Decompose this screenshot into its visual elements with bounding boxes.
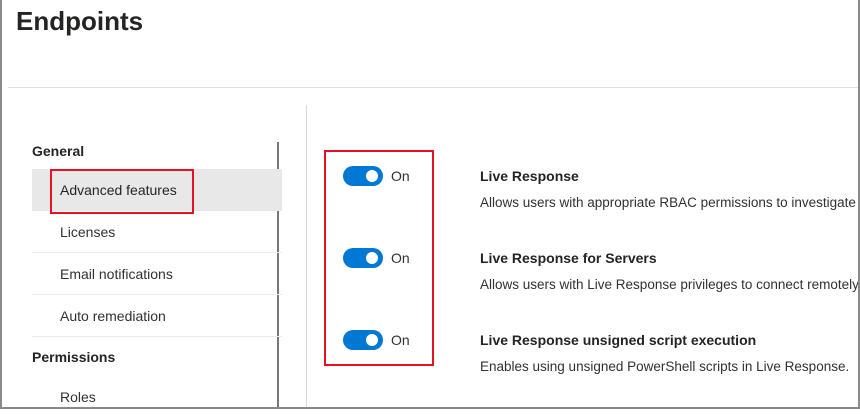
toggle-state: On: [391, 168, 410, 184]
live-response-toggle[interactable]: [343, 166, 383, 186]
sidebar-item-auto-remediation[interactable]: Auto remediation: [32, 295, 282, 337]
sidebar-scrollbar[interactable]: [277, 142, 279, 407]
sidebar-item-licenses[interactable]: Licenses: [32, 211, 282, 253]
feature-title: Live Response: [480, 168, 579, 184]
feature-title: Live Response for Servers: [480, 250, 657, 266]
page-title: Endpoints: [16, 6, 144, 36]
group-general: General: [32, 143, 85, 159]
sidebar-item-advanced-features[interactable]: Advanced features: [32, 169, 282, 211]
toggle-state: On: [391, 332, 410, 348]
live-response-servers-toggle[interactable]: [343, 248, 383, 268]
window-frame: [0, 0, 860, 409]
highlight-box: [324, 150, 434, 366]
feature-description: Allows users with Live Response privileg…: [480, 277, 858, 292]
toggle-state: On: [391, 250, 410, 266]
divider: [306, 105, 307, 407]
highlight-box: [50, 169, 194, 214]
unsigned-script-toggle[interactable]: [343, 330, 383, 350]
sidebar-item-roles[interactable]: Roles: [60, 389, 96, 405]
feature-title: Live Response unsigned script execution: [480, 332, 757, 348]
feature-description: Enables using unsigned PowerShell script…: [480, 359, 850, 374]
sidebar-item-email-notifications[interactable]: Email notifications: [32, 253, 282, 295]
group-permissions: Permissions: [32, 349, 116, 365]
divider: [8, 87, 858, 88]
feature-description: Allows users with appropriate RBAC permi…: [480, 195, 856, 210]
